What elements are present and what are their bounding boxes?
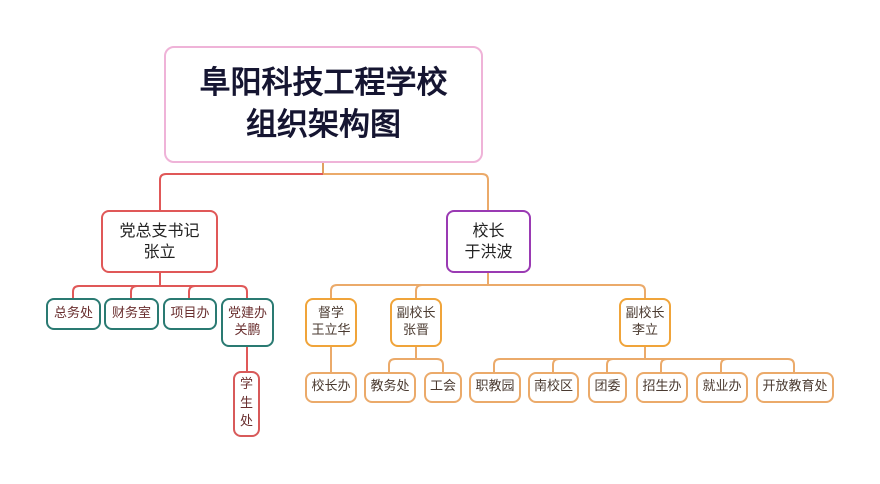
dept-open-education[interactable]: 开放教育处: [756, 372, 834, 403]
dept-label: 财务室: [111, 305, 151, 321]
dept-projects[interactable]: 项目办: [163, 298, 217, 330]
dept-label: 团委: [594, 379, 621, 395]
dept-label: 招生办: [642, 379, 682, 395]
dept-vocational-park[interactable]: 职教园: [469, 372, 521, 403]
dept-admissions[interactable]: 招生办: [636, 372, 688, 403]
title-line2: 组织架构图: [246, 106, 401, 143]
vice-principal-zhangjin-node[interactable]: 副校长 张晋: [390, 298, 442, 347]
dept-label: 党建办: [227, 305, 267, 321]
dept-employment[interactable]: 就业办: [696, 372, 748, 403]
deputy-title: 副校长: [625, 305, 665, 321]
vice-principal-lili-node[interactable]: 副校长 李立: [619, 298, 671, 347]
dept-academic-affairs[interactable]: 教务处: [364, 372, 416, 403]
deputy-title: 副校长: [396, 305, 436, 321]
dept-finance[interactable]: 财务室: [104, 298, 159, 330]
dept-label: 项目办: [170, 305, 210, 321]
dept-label: 工会: [429, 379, 456, 395]
dept-label: 职教园: [475, 379, 515, 395]
dept-label: 校长办: [311, 379, 351, 395]
dept-head-name: 关鹏: [234, 322, 261, 338]
principal-name: 于洪波: [464, 241, 513, 261]
dept-label: 总务处: [53, 305, 93, 321]
dept-char: 生: [239, 395, 253, 411]
party-secretary-title: 党总支书记: [119, 220, 200, 240]
principal-node[interactable]: 校长 于洪波: [446, 210, 531, 273]
deputy-name: 王立华: [311, 322, 351, 338]
dept-principal-office[interactable]: 校长办: [305, 372, 357, 403]
dept-char: 学: [239, 376, 253, 392]
connector-principal-deputies: [330, 273, 646, 298]
dept-student-affairs[interactable]: 学 生 处: [233, 371, 260, 437]
connector-root-principal: [323, 173, 489, 210]
dept-party-building[interactable]: 党建办 关鹏: [221, 298, 274, 347]
supervisor-node[interactable]: 督学 王立华: [305, 298, 357, 347]
deputy-name: 李立: [631, 322, 658, 338]
dept-label: 教务处: [370, 379, 410, 395]
connector-root-party: [159, 173, 323, 210]
connector-party-depts: [72, 273, 248, 298]
dept-union[interactable]: 工会: [424, 372, 462, 403]
title-node[interactable]: 阜阳科技工程学校 组织架构图: [164, 46, 483, 163]
principal-title: 校长: [472, 220, 505, 240]
dept-youth-league[interactable]: 团委: [588, 372, 627, 403]
dept-char: 处: [239, 414, 253, 430]
dept-general-affairs[interactable]: 总务处: [46, 298, 101, 330]
deputy-title: 督学: [317, 305, 344, 321]
dept-label: 南校区: [533, 379, 573, 395]
party-secretary-node[interactable]: 党总支书记 张立: [101, 210, 218, 273]
dept-south-campus[interactable]: 南校区: [528, 372, 579, 403]
deputy-name: 张晋: [402, 322, 429, 338]
dept-label: 开放教育处: [762, 379, 828, 395]
connector-vp1-depts: [388, 347, 444, 372]
party-secretary-name: 张立: [143, 241, 176, 261]
title-line1: 阜阳科技工程学校: [199, 64, 448, 101]
connector-vp2-depts: [493, 347, 795, 372]
dept-label: 就业办: [702, 379, 742, 395]
